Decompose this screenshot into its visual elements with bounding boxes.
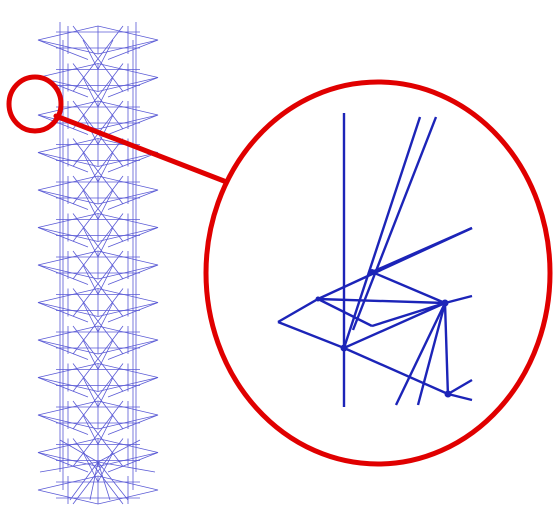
tower-column [59,284,137,322]
tower-brace [37,189,159,210]
tower-column [62,415,134,453]
detail-lower-diagonal [343,346,449,396]
tower-floor-grid [67,363,129,392]
tower-column [62,40,134,78]
tower-floor-grid [67,476,129,504]
tower-floor-grid [67,401,129,429]
detail-lower-brace-left [317,297,373,328]
tower-floor-grid [67,251,129,279]
tower-floor-grid [67,213,129,242]
tower-column [59,134,137,172]
tower-brace [72,400,124,467]
tower-brace [72,25,124,92]
tower-brace [37,152,159,173]
tower-brace [72,288,124,355]
detail-nodes [315,269,452,398]
tower-brace [37,264,159,285]
detail-lower-right-diagonal-2 [416,302,447,406]
detail-right-stub [444,294,473,305]
tower-brace [72,250,124,317]
tower-column [59,322,137,360]
detail-upper-right-beam-2 [371,226,473,274]
detail-inner-strut [371,301,446,328]
tower-column [62,152,134,190]
detail-diagonal-steep-1 [342,116,422,349]
tower-column [62,302,134,340]
detail-lower-right-diagonal [394,302,447,406]
tower-column [59,434,137,472]
tower-column [59,397,137,435]
tower-floor-grid [67,438,129,467]
detail-diagonal-steep-2 [351,116,438,331]
tower-brace [72,138,124,205]
tower-brace [72,175,124,242]
tower-brace [37,414,159,435]
tower-brace [72,438,124,505]
zoom-ellipse-large [203,79,553,467]
tower-brace [37,227,159,248]
tower-column [59,247,137,285]
tower-floor-outline [37,475,159,505]
tower-floor-grid [67,288,129,317]
tower-brace [37,339,159,360]
tower-brace [37,377,159,398]
tower-column [62,452,134,490]
tower-brace [72,363,124,430]
tower-brace [72,63,124,130]
tower-brace [37,114,159,135]
tower-brace [37,302,159,323]
detail-node [369,269,375,275]
detail-node [340,344,348,352]
tower-column [62,190,134,228]
detail-right-stub-2 [447,378,473,396]
tower-column [62,265,134,303]
tower-brace [72,325,124,392]
detail-node [444,390,452,398]
tower-column [59,22,137,60]
tower-brace [37,452,159,473]
detail-right-stub-3 [447,392,473,402]
tower-column [62,340,134,378]
tower-floor-grid [67,326,129,354]
tower-base-fan [39,439,156,501]
detail-right-vertical [443,302,450,398]
tower-wireframe [37,22,159,505]
tower-floor-grid [67,63,129,92]
highlight-ellipse-small [6,74,64,134]
tower-column [62,377,134,415]
detail-right-brace [371,270,446,305]
tower-floor-grid [67,101,129,129]
tower-brace [72,213,124,280]
tower-brace [37,39,159,60]
tower-column [62,227,134,265]
tower-floor-grid [67,26,129,54]
zoom-connector-line [53,113,227,184]
zoomed-joint-detail [277,113,473,407]
detail-node [441,299,449,307]
tower-column [59,209,137,247]
tower-column [59,172,137,210]
tower-floor-grid [67,176,129,204]
detail-node [315,296,321,302]
tower-column [59,359,137,397]
